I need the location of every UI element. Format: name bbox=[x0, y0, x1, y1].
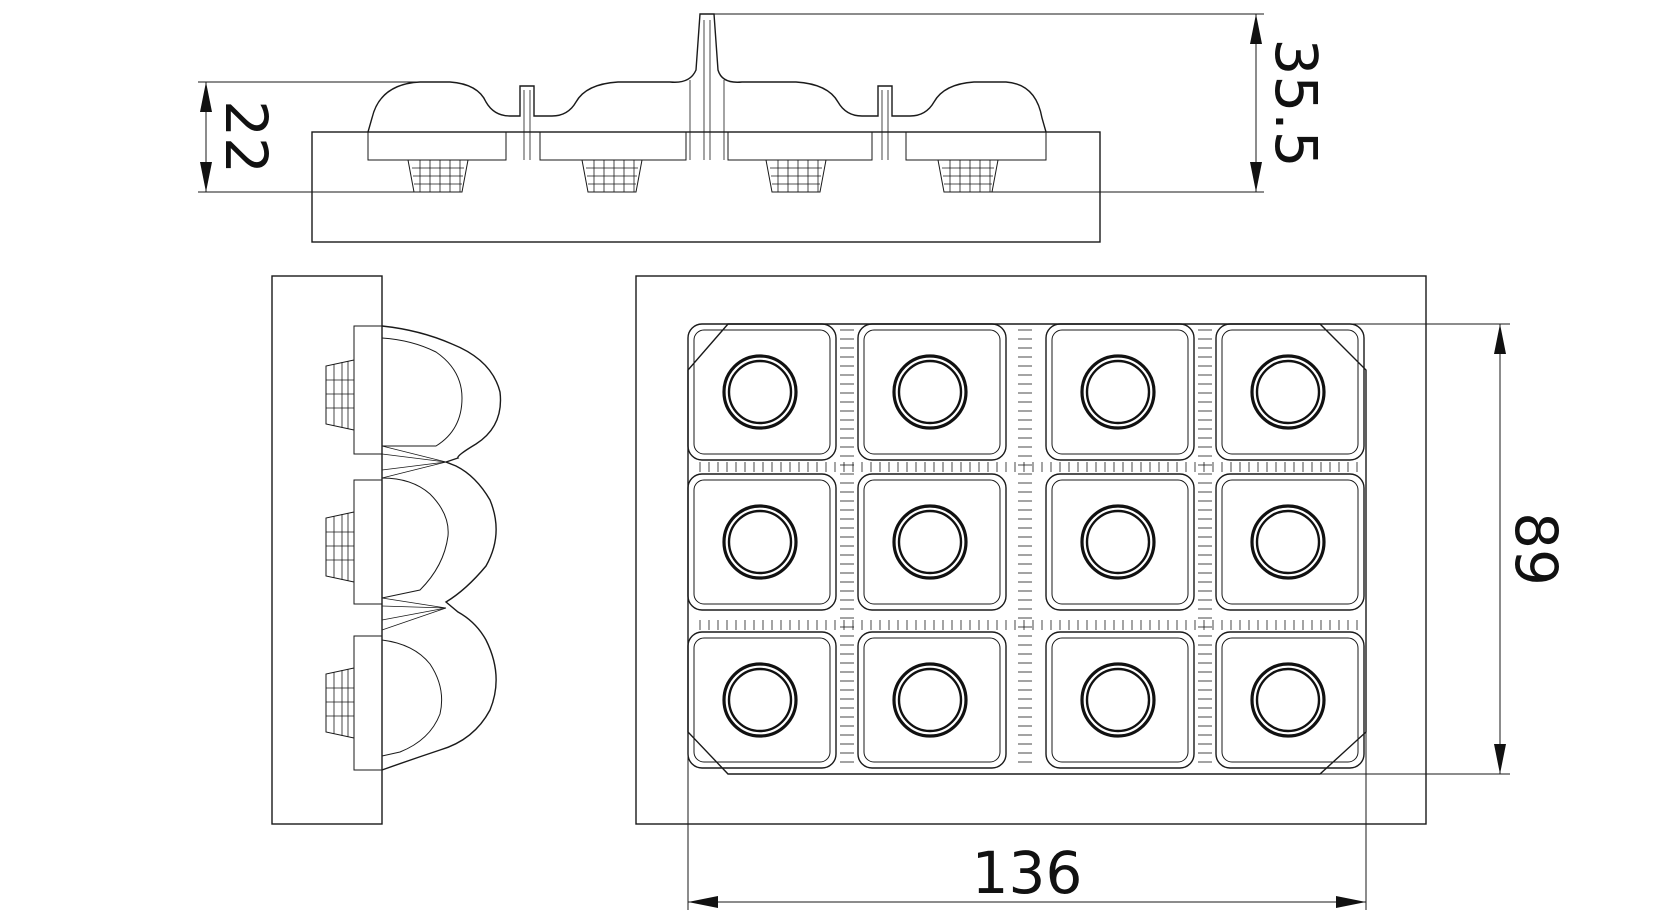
front-view-rim bbox=[367, 132, 1047, 161]
front-elevation-view: 22 35.5 bbox=[198, 13, 1330, 243]
cup-hole-outer bbox=[722, 354, 798, 430]
cup-hole-inner bbox=[897, 359, 963, 425]
side-view-profile bbox=[381, 325, 502, 771]
cell-inner-outline bbox=[1221, 479, 1359, 605]
tray-cell bbox=[1045, 323, 1195, 461]
tray-cell bbox=[1045, 631, 1195, 769]
cell-outline bbox=[857, 473, 1007, 611]
cup-hole-inner bbox=[1085, 667, 1151, 733]
tray-ribs bbox=[699, 329, 1358, 763]
side-view-inner-profile bbox=[381, 337, 463, 757]
tray-cell bbox=[1215, 631, 1365, 769]
dimension-label-35-5: 35.5 bbox=[1262, 38, 1330, 167]
plan-view-frame bbox=[635, 275, 1427, 825]
tray-cell bbox=[1215, 323, 1365, 461]
dimension-height-tray: 22 bbox=[198, 81, 420, 193]
cup-hole-outer bbox=[892, 504, 968, 580]
cup-hole-outer bbox=[1080, 504, 1156, 580]
cell-inner-outline bbox=[1221, 329, 1359, 455]
cell-outline bbox=[1045, 631, 1195, 769]
cup-hole-inner bbox=[1085, 359, 1151, 425]
dimension-width: 136 bbox=[687, 732, 1367, 910]
cup-hole-outer bbox=[1250, 354, 1326, 430]
tray-cell bbox=[1215, 473, 1365, 611]
tray-cell bbox=[857, 631, 1007, 769]
tray-cells bbox=[687, 323, 1365, 769]
cell-inner-outline bbox=[693, 479, 831, 605]
side-elevation-view bbox=[271, 275, 502, 825]
dimension-depth: 89 bbox=[1320, 323, 1570, 775]
cell-inner-outline bbox=[1051, 637, 1189, 763]
cell-outline bbox=[1215, 631, 1365, 769]
cell-inner-outline bbox=[1051, 329, 1189, 455]
dimension-label-89: 89 bbox=[1502, 512, 1570, 586]
cell-inner-outline bbox=[1051, 479, 1189, 605]
cup-hole-outer bbox=[1080, 662, 1156, 738]
front-view-profile bbox=[367, 13, 1047, 133]
cup-hole-inner bbox=[897, 509, 963, 575]
cell-outline bbox=[687, 473, 837, 611]
cell-outline bbox=[857, 631, 1007, 769]
cup-hole-inner bbox=[1255, 509, 1321, 575]
cup-hole-outer bbox=[1080, 354, 1156, 430]
tray-cell bbox=[687, 473, 837, 611]
cup-hole-inner bbox=[1255, 667, 1321, 733]
tray-cell bbox=[857, 323, 1007, 461]
cell-inner-outline bbox=[863, 329, 1001, 455]
cup-hole-inner bbox=[1255, 359, 1321, 425]
cell-outline bbox=[1045, 473, 1195, 611]
cup-hole-outer bbox=[892, 662, 968, 738]
cup-hole-outer bbox=[722, 504, 798, 580]
cup-hole-outer bbox=[722, 662, 798, 738]
cell-inner-outline bbox=[863, 637, 1001, 763]
front-view-cups bbox=[407, 20, 999, 193]
front-view-frame bbox=[311, 131, 1101, 243]
cup-hole-outer bbox=[1250, 504, 1326, 580]
side-view-frame bbox=[271, 275, 383, 825]
tray-cell bbox=[687, 631, 837, 769]
cup-hole-inner bbox=[1085, 509, 1151, 575]
cell-inner-outline bbox=[1221, 637, 1359, 763]
cell-outline bbox=[1045, 323, 1195, 461]
tray-cell bbox=[857, 473, 1007, 611]
cup-hole-inner bbox=[727, 667, 793, 733]
cell-outline bbox=[857, 323, 1007, 461]
cell-outline bbox=[687, 631, 837, 769]
cup-hole-inner bbox=[727, 509, 793, 575]
cup-hole-outer bbox=[1250, 662, 1326, 738]
side-view-cups bbox=[325, 325, 447, 771]
cell-inner-outline bbox=[863, 479, 1001, 605]
cup-hole-outer bbox=[892, 354, 968, 430]
cell-outline bbox=[687, 323, 837, 461]
cell-outline bbox=[1215, 323, 1365, 461]
dimension-label-22: 22 bbox=[212, 100, 280, 174]
dimension-label-136: 136 bbox=[972, 839, 1083, 907]
plan-view: 89 136 bbox=[635, 275, 1570, 910]
cup-hole-inner bbox=[727, 359, 793, 425]
dimension-height-overall: 35.5 bbox=[714, 13, 1330, 193]
cell-inner-outline bbox=[693, 637, 831, 763]
tray-cell bbox=[1045, 473, 1195, 611]
cell-outline bbox=[1215, 473, 1365, 611]
cell-inner-outline bbox=[693, 329, 831, 455]
cup-hole-inner bbox=[897, 667, 963, 733]
tray-cell bbox=[687, 323, 837, 461]
